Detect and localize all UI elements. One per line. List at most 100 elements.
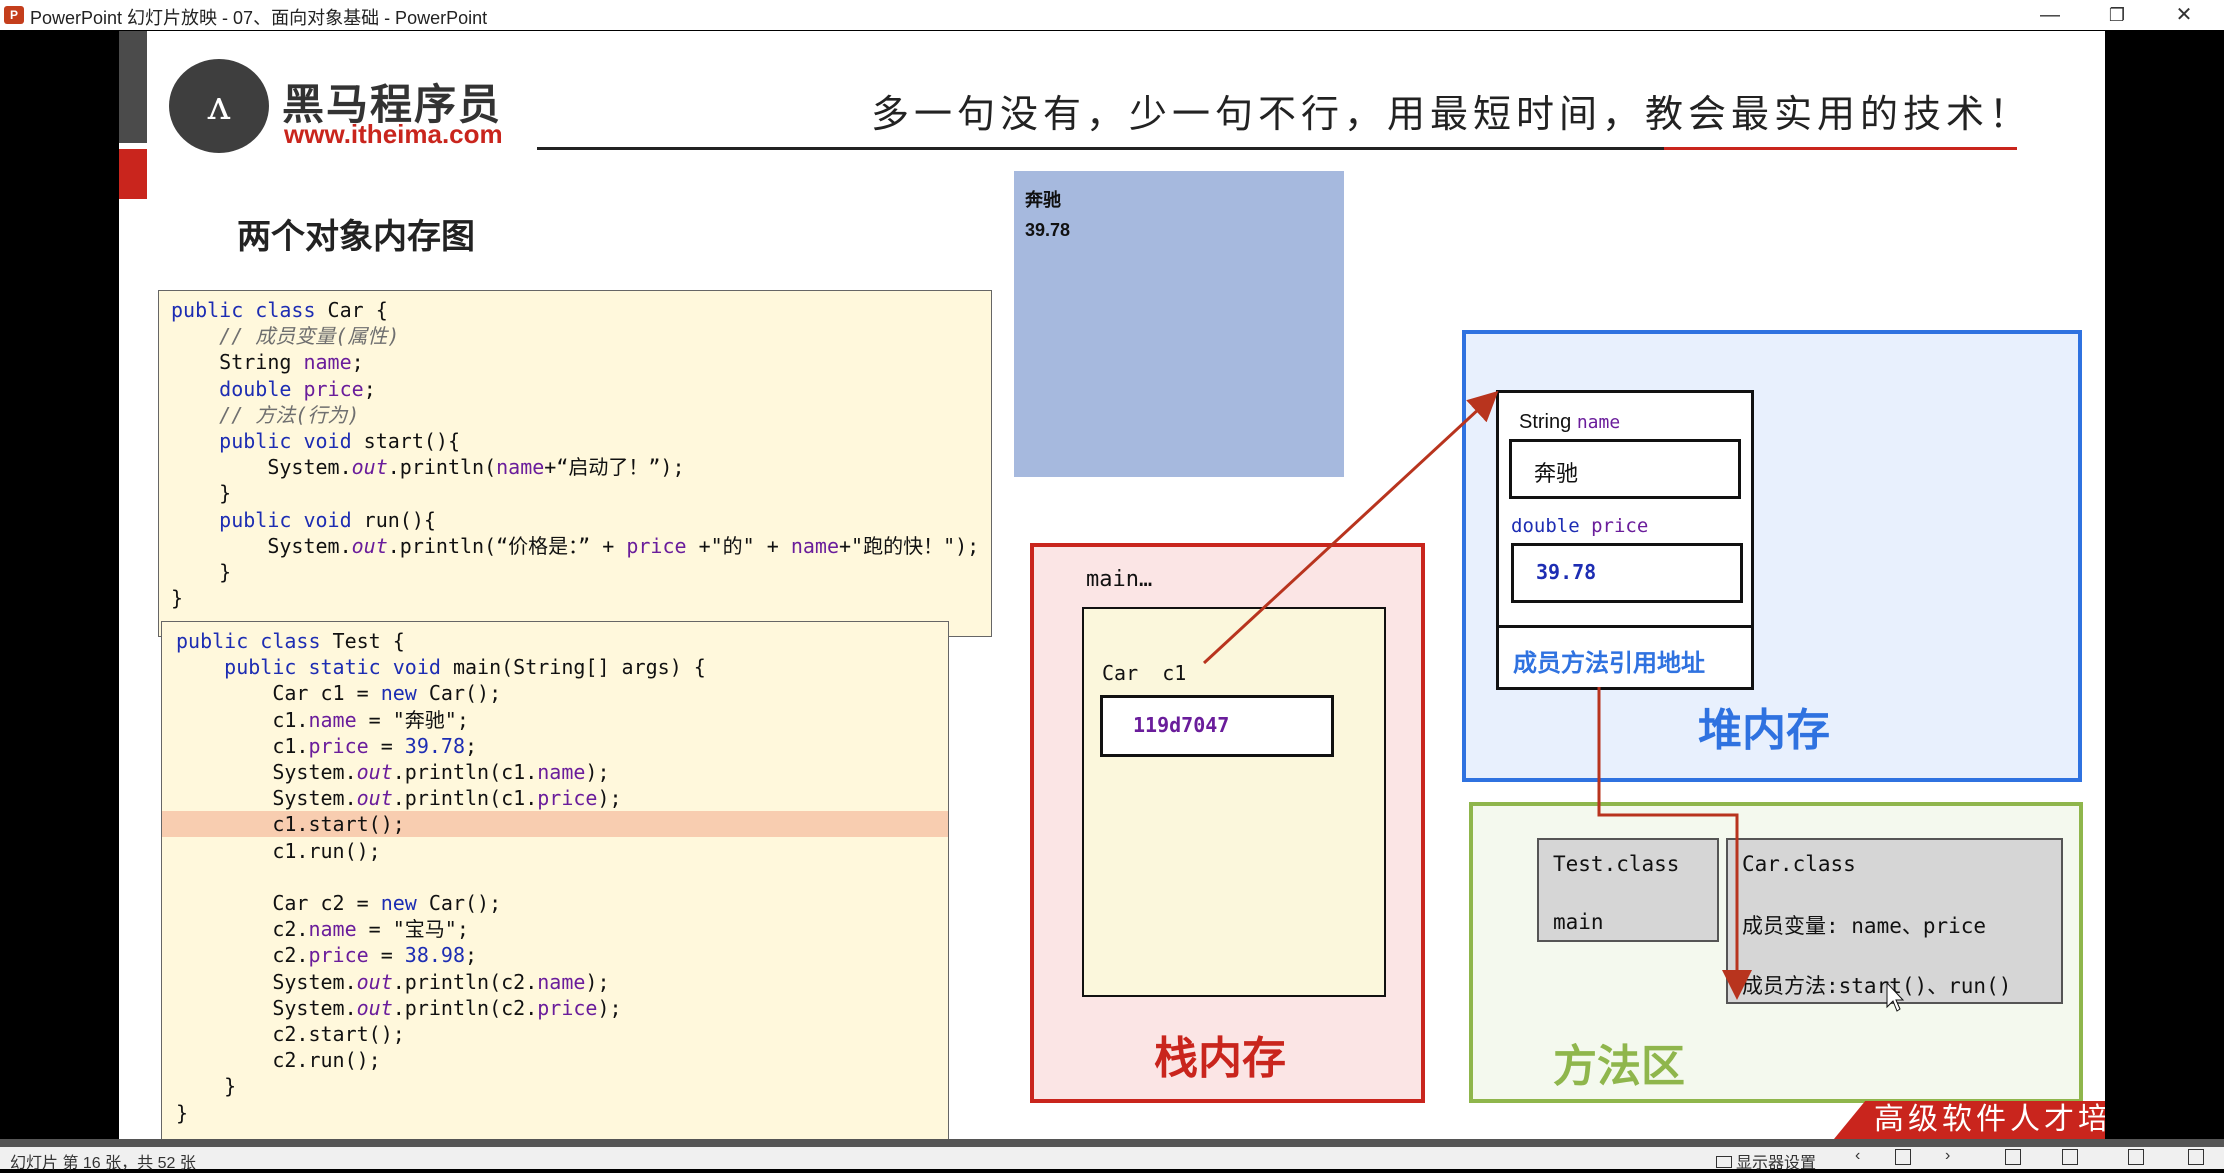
test-class-code-block: public class Test { public static void m… — [161, 621, 949, 1139]
restore-button[interactable]: ❐ — [2108, 5, 2126, 25]
code-token: .println(c2. — [392, 995, 538, 1020]
powerpoint-icon: P — [4, 6, 24, 24]
code-line: c1.start(); — [162, 811, 948, 838]
heap-memory: String name 奔驰 double price 39.78 成员方法引用… — [1462, 330, 2082, 782]
code-token: public class — [171, 298, 328, 322]
code-token: c2. — [176, 943, 309, 968]
code-token: 39.78 — [404, 733, 466, 758]
code-token: out — [351, 455, 388, 480]
code-token: price — [308, 943, 369, 968]
slide-sorter-view-icon[interactable] — [2062, 1149, 2078, 1165]
test-class-box: Test.class main — [1537, 838, 1719, 942]
code-line: // 方法(行为) — [159, 402, 991, 428]
code-line: System.out.println(c2.price); — [162, 995, 948, 1021]
minimize-button[interactable]: — — [2040, 4, 2060, 26]
slide-canvas[interactable]: ʌ 黑马程序员 www.itheima.com 多一句没有，少一句不行，用最短时… — [119, 31, 2105, 1139]
reading-view-icon[interactable] — [2128, 1149, 2144, 1165]
name-value-box: 奔驰 — [1509, 439, 1741, 499]
code-line: double price; — [159, 376, 991, 402]
code-token: name — [790, 533, 840, 558]
code-token: name — [308, 917, 357, 942]
horse-logo-icon: ʌ — [169, 59, 269, 153]
code-line: System.out.println(name+“启动了！”); — [159, 454, 991, 480]
code-token: Car c2 = — [176, 891, 381, 915]
monitor-icon — [1716, 1156, 1732, 1168]
method-area-label: 方法区 — [1553, 1041, 1685, 1092]
code-line: c2.name = "宝马"; — [162, 916, 948, 942]
code-token: System. — [176, 786, 357, 811]
next-slide-icon[interactable]: › — [1945, 1147, 1951, 1164]
code-token: name — [496, 455, 545, 480]
console-output-panel: 奔驰 39.78 — [1014, 171, 1344, 477]
code-token: ; — [363, 376, 376, 401]
code-token: Car(); — [428, 681, 502, 706]
code-token: new — [380, 681, 429, 706]
code-token: price — [537, 995, 598, 1020]
code-token: +"的" + — [686, 533, 791, 558]
prev-slide-icon[interactable]: ‹ — [1855, 1147, 1861, 1164]
console-line-1: 奔驰 — [1025, 190, 1061, 210]
slogan: 多一句没有，少一句不行，用最短时间，教会最实用的技术！ — [871, 92, 2033, 136]
code-token: // 方法(行为) — [219, 402, 360, 427]
code-token: c2. — [176, 917, 309, 942]
mouse-cursor-icon — [1886, 981, 1905, 1012]
code-token: name — [303, 350, 352, 375]
price-field-label: double price — [1511, 515, 1649, 537]
brand-name: 黑马程序员 — [282, 80, 503, 129]
code-token: Test { — [332, 629, 405, 653]
code-token: name — [537, 760, 586, 784]
code-token: System. — [171, 533, 352, 558]
code-token: public void — [219, 429, 364, 453]
code-token: c1.run(); — [176, 838, 381, 863]
car-object: String name 奔驰 double price 39.78 成员方法引用… — [1496, 390, 1754, 690]
code-token: ; — [465, 943, 478, 968]
code-line: public static void main(String[] args) { — [162, 654, 948, 680]
code-line: Car c2 = new Car(); — [162, 890, 948, 916]
code-token: ); — [585, 969, 610, 994]
price-value-box: 39.78 — [1511, 543, 1743, 603]
code-token: = "宝马"; — [356, 917, 469, 942]
normal-view-icon[interactable] — [2005, 1149, 2021, 1165]
console-line-2: 39.78 — [1025, 220, 1071, 240]
close-button[interactable]: ✕ — [2175, 4, 2193, 26]
code-token: public void — [219, 507, 364, 532]
code-token: = "奔驰"; — [356, 707, 469, 732]
code-token: } — [171, 560, 232, 584]
slideshow-view-icon[interactable] — [2188, 1149, 2204, 1165]
method-area: Test.class main Car.class 成员变量: name、pri… — [1469, 802, 2083, 1103]
code-token: price — [626, 533, 687, 558]
code-line: public class Test { — [162, 628, 948, 654]
stack-area-label: 栈内存 — [1154, 1033, 1286, 1084]
code-line: } — [159, 480, 991, 506]
object-divider — [1496, 625, 1754, 628]
code-token: public class — [176, 629, 333, 653]
slide-title: 两个对象内存图 — [237, 217, 475, 257]
header-divider — [537, 147, 2017, 150]
code-line: c1.price = 39.78; — [162, 733, 948, 759]
code-token: } — [176, 1074, 237, 1099]
code-token: +“启动了！”); — [544, 455, 685, 480]
car-methods-label: 成员方法:start()、run() — [1742, 974, 2012, 998]
method-ref-to-class-arrow — [1597, 687, 1752, 1000]
code-line: public class Car { — [159, 297, 991, 323]
main-stack-frame: Car c1 119d7047 — [1082, 607, 1386, 997]
code-token: price — [303, 376, 364, 401]
code-token: out — [351, 533, 388, 558]
c1-to-object-arrow — [1202, 390, 1499, 665]
code-token: = — [368, 943, 405, 968]
test-class-label: Test.class — [1553, 852, 1680, 876]
code-token: } — [171, 481, 232, 506]
display-settings-button[interactable]: 显示器设置 — [1716, 1149, 1816, 1173]
code-token: main(String[] args) { — [452, 655, 706, 680]
code-token: System. — [176, 995, 357, 1020]
c1-variable-label: Car c1 — [1102, 661, 1187, 685]
code-line: System.out.println(c2.name); — [162, 969, 948, 995]
slide-sorter-icon[interactable] — [1895, 1149, 1911, 1165]
car-class-code-block: public class Car { // 成员变量(属性) String na… — [158, 290, 992, 637]
code-line: System.out.println(c1.name); — [162, 759, 948, 785]
code-token: Car { — [327, 298, 388, 322]
code-token: 38.98 — [404, 943, 466, 968]
code-token: new — [380, 891, 429, 915]
code-token: run(){ — [363, 507, 436, 532]
code-token: // 成员变量(属性) — [219, 324, 400, 349]
